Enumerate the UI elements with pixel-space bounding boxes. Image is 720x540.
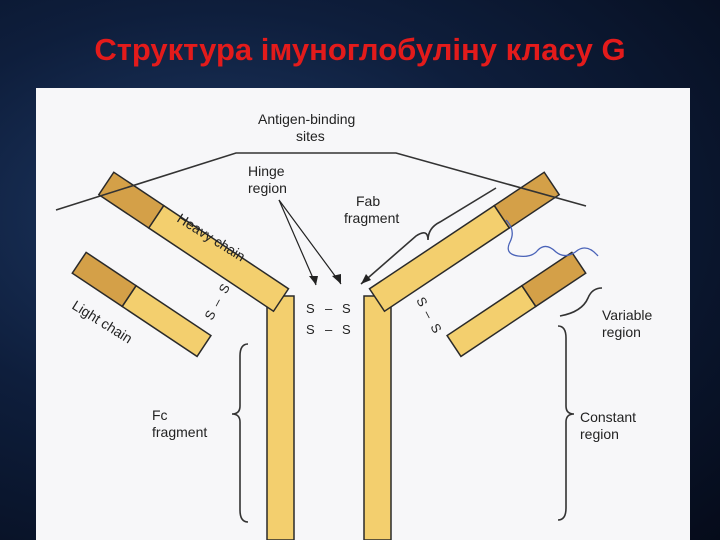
fc-bracket xyxy=(231,343,249,523)
hinge-arrow-right xyxy=(278,199,342,285)
variable-region-bracket xyxy=(559,287,603,317)
fc-fragment-label-1: Fc xyxy=(152,407,168,423)
light-chain-left xyxy=(71,251,212,358)
svg-text:S: S xyxy=(342,322,351,337)
svg-text:S: S xyxy=(201,307,218,322)
slide-title: Структура імуноглобуліну класу G xyxy=(94,32,626,67)
svg-text:S: S xyxy=(427,321,444,336)
heavy-chain-stem-right xyxy=(363,295,392,540)
svg-text:S: S xyxy=(413,294,430,309)
light-heavy-disulfide-left: S – S xyxy=(201,281,233,322)
svg-text:–: – xyxy=(325,322,333,337)
variable-region-label-1: Variable xyxy=(602,307,653,323)
svg-text:S: S xyxy=(342,301,351,316)
antigen-binding-label-1: Antigen-binding xyxy=(258,111,355,127)
fab-label-1: Fab xyxy=(356,193,380,209)
squiggle-line xyxy=(505,219,599,258)
svg-text:S: S xyxy=(306,301,315,316)
fab-bracket xyxy=(360,187,497,285)
svg-text:–: – xyxy=(420,308,437,322)
antigen-binding-label-2: sites xyxy=(296,128,325,144)
light-chain-right xyxy=(446,251,587,358)
svg-text:–: – xyxy=(325,301,333,316)
antigen-binding-bracket xyxy=(55,152,587,211)
hinge-label-1: Hinge xyxy=(248,163,285,179)
light-heavy-disulfide-right: S – S xyxy=(413,294,445,335)
heavy-chain-stem-left xyxy=(266,295,295,540)
hinge-label-2: region xyxy=(248,180,287,196)
constant-region-bracket xyxy=(557,325,575,521)
heavy-chain-arm-right xyxy=(368,171,561,313)
hinge-disulfide-bonds: S – S S – S xyxy=(306,301,351,337)
igg-diagram: S – S S – S S – S S – S Antigen-binding … xyxy=(55,111,653,540)
constant-region-label-1: Constant xyxy=(580,409,636,425)
fab-label-2: fragment xyxy=(344,210,399,226)
svg-text:–: – xyxy=(208,295,225,309)
constant-region-label-2: region xyxy=(580,426,619,442)
fc-fragment-label-2: fragment xyxy=(152,424,207,440)
hinge-arrow-left xyxy=(278,199,317,286)
variable-region-label-2: region xyxy=(602,324,641,340)
svg-text:S: S xyxy=(306,322,315,337)
heavy-chain-arm-left xyxy=(97,171,290,313)
diagram-panel: S – S S – S S – S S – S Antigen-binding … xyxy=(36,88,690,540)
